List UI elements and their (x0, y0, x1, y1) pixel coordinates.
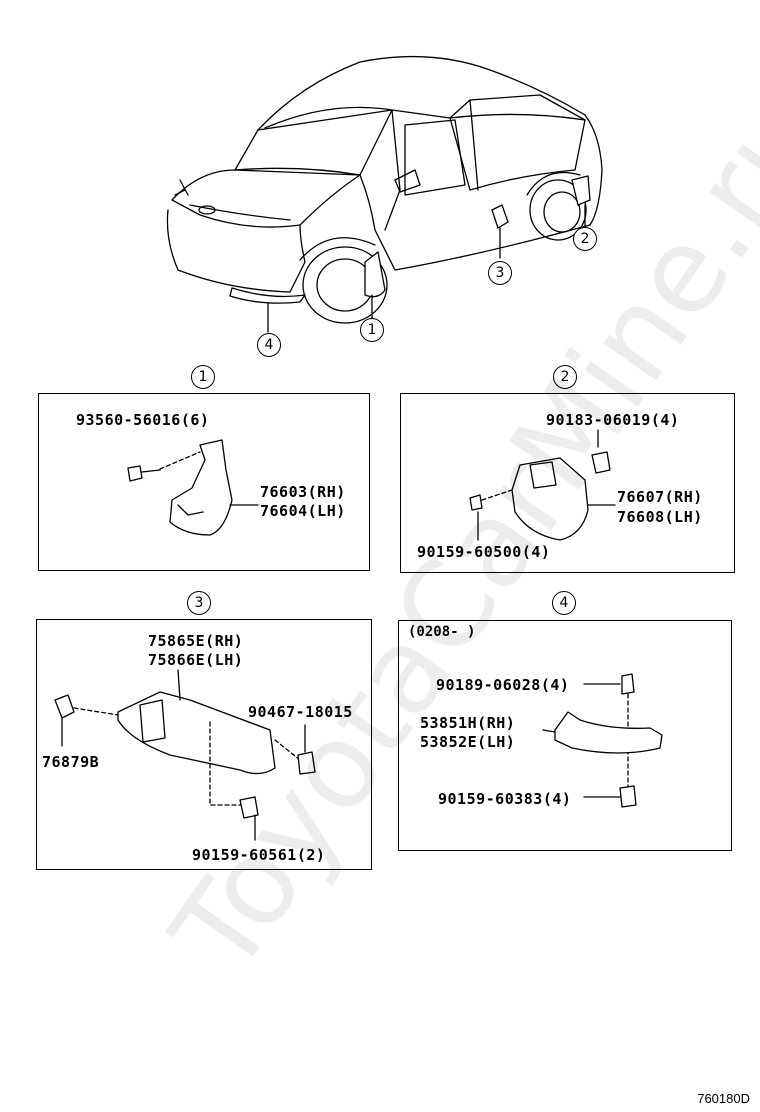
part-number-strip-rh-p4: 53851H(RH) (420, 714, 516, 732)
part-number-clip-p3: 90467-18015 (248, 703, 353, 721)
panel2-parts (469, 429, 616, 541)
part-number-screw-p3: 90159-60561(2) (192, 846, 326, 864)
callout-3-panel: 3 (187, 591, 211, 615)
part-number-clip-p2: 90183-06019(4) (546, 411, 680, 429)
callout-3-car: 3 (488, 261, 512, 285)
panel3-parts (54, 669, 316, 841)
callout-1-panel: 1 (191, 365, 215, 389)
callout-4-panel: 4 (552, 591, 576, 615)
callout-1-car: 1 (360, 318, 384, 342)
panel4-parts (542, 673, 663, 808)
figure-code: 760180D (697, 1091, 750, 1106)
panel-4 (398, 620, 732, 851)
part-number-mudflap-lh-p1: 76604(LH) (260, 502, 346, 520)
part-number-guard-rh-p3: 75865E(RH) (148, 632, 244, 650)
callout-2-panel: 2 (553, 365, 577, 389)
panel1-parts (127, 439, 259, 536)
part-number-screw-p2: 90159-60500(4) (417, 543, 551, 561)
panel-3 (36, 619, 372, 870)
part-number-strip-lh-p4: 53852E(LH) (420, 733, 516, 751)
panel-1 (38, 393, 370, 571)
production-date-range: (0208- ) (408, 624, 476, 640)
part-number-mudflap-rh-p2: 76607(RH) (617, 488, 703, 506)
callout-4-car: 4 (257, 333, 281, 357)
panel-2 (400, 393, 735, 573)
car-illustration (166, 55, 603, 333)
part-number-mudflap-rh-p1: 76603(RH) (260, 483, 346, 501)
part-number-nut-p3: 76879B (42, 753, 100, 771)
callout-2-car: 2 (573, 227, 597, 251)
part-number-mudflap-lh-p2: 76608(LH) (617, 508, 703, 526)
part-number-screw-p4: 90159-60383(4) (438, 790, 572, 808)
part-number-clip-p4: 90189-06028(4) (436, 676, 570, 694)
part-number-bolt-p1: 93560-56016(6) (76, 411, 210, 429)
part-number-guard-lh-p3: 75866E(LH) (148, 651, 244, 669)
